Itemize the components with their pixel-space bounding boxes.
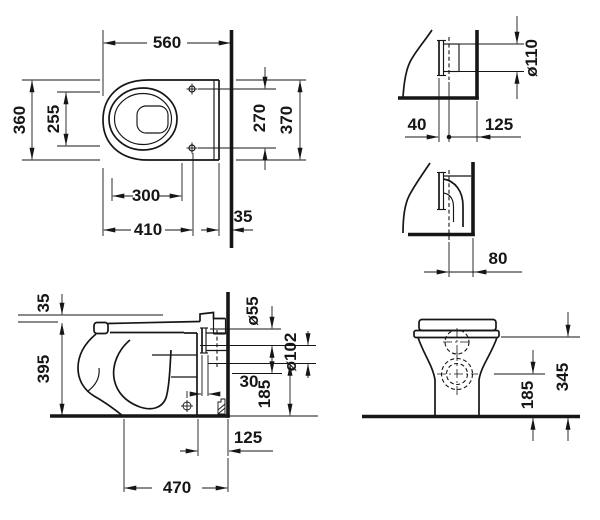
- dim-label: 370: [277, 106, 296, 134]
- dim-outlet-diameter-side: ø102: [281, 331, 311, 378]
- dim-label: 30: [240, 372, 259, 391]
- pan-rear-outline: [402, 29, 433, 98]
- outlet-horizontal-detail: ø110 40 125: [398, 16, 541, 142]
- dim-fixing-hole-spacing: 270: [198, 67, 276, 170]
- dim-fixing-to-wall: 125: [180, 419, 273, 456]
- dim-width-overall: 360: [10, 79, 100, 161]
- dim-body-width: 370: [236, 79, 306, 161]
- outlet-hole-icon: [437, 352, 478, 396]
- outlet-spigot-side: [189, 327, 227, 397]
- elbow-inner: [443, 192, 455, 222]
- dim-label: 185: [255, 380, 274, 408]
- body-right: [478, 337, 498, 416]
- seat-top: [107, 320, 201, 325]
- dim-flush-inlet-diameter: ø55: [243, 296, 275, 329]
- bowl-interior: [112, 339, 172, 410]
- dim-outlet-offset-side: 30: [240, 345, 275, 391]
- dim-body-height: 345: [501, 312, 580, 441]
- dim-label: ø102: [281, 333, 300, 372]
- pan-rear-outline: [402, 162, 431, 234]
- wall-bracket-icon: [217, 398, 226, 415]
- elbow-outer: [443, 178, 464, 227]
- dim-label: 470: [163, 478, 191, 497]
- dim-label: 125: [485, 115, 513, 134]
- dim-label: 395: [34, 355, 53, 383]
- side-view: 35 395 ø55 30 ø102 185: [18, 292, 318, 497]
- dim-label: 255: [44, 105, 63, 133]
- dim-label: 35: [34, 294, 53, 313]
- dim-bowl-inner-width: 255: [44, 91, 100, 147]
- dim-fixing-hole-depth: 410: [102, 153, 194, 239]
- flush-inlet-hole-icon: [443, 328, 471, 356]
- seat-edge: [413, 329, 500, 339]
- dim-outlet-height-side: 185: [255, 363, 293, 416]
- dim-outlet-offsets: 40 125: [405, 115, 521, 140]
- dim-outlet-center-to-wall: 80: [424, 249, 522, 275]
- dim-outlet-height-rear: 185: [494, 350, 545, 441]
- dim-label: 40: [408, 115, 427, 134]
- dim-label: 410: [134, 220, 162, 239]
- bowl-outline-plan: [102, 79, 219, 161]
- dim-label: 360: [10, 106, 29, 134]
- dim-seat-drop: 35: [34, 294, 65, 315]
- rim-outer: [108, 87, 178, 151]
- fixing-hole-icon: [186, 83, 198, 95]
- dim-label: 270: [250, 104, 269, 132]
- dim-label: 560: [153, 33, 181, 52]
- dim-wall-clearance: 35: [201, 163, 253, 236]
- body-left: [417, 337, 436, 416]
- fixing-hole-icon: [186, 142, 198, 154]
- plan-view: 560 360 255 270 370: [10, 30, 306, 248]
- dim-label: 80: [489, 249, 508, 268]
- dim-depth-overall: 560: [102, 30, 231, 96]
- bowl-front-outline: [77, 333, 124, 417]
- rear-ledge: [199, 311, 226, 322]
- dim-label: 345: [553, 363, 572, 391]
- dim-label: 35: [234, 207, 253, 226]
- dim-label: ø110: [522, 39, 541, 77]
- dim-label: 125: [234, 428, 262, 447]
- floor-fixing-screw-icon: [181, 391, 193, 412]
- dim-label: 185: [518, 381, 537, 409]
- dim-fixing-depth: 470: [123, 419, 229, 497]
- dim-outlet-diameter: ø110: [514, 16, 541, 99]
- rim-inner: [113, 92, 173, 146]
- outlet-vertical-detail: 80: [402, 162, 522, 277]
- water-surface: [136, 105, 169, 134]
- dim-label: ø55: [243, 296, 262, 325]
- dim-seat-fixing-depth: 300: [111, 163, 183, 205]
- seat-front-cap: [93, 321, 109, 335]
- dim-rim-height: 395: [34, 322, 65, 416]
- bowl-crease: [87, 367, 100, 392]
- rear-view: 185 345: [362, 312, 580, 441]
- dim-label: 300: [132, 186, 160, 205]
- lid: [418, 318, 497, 332]
